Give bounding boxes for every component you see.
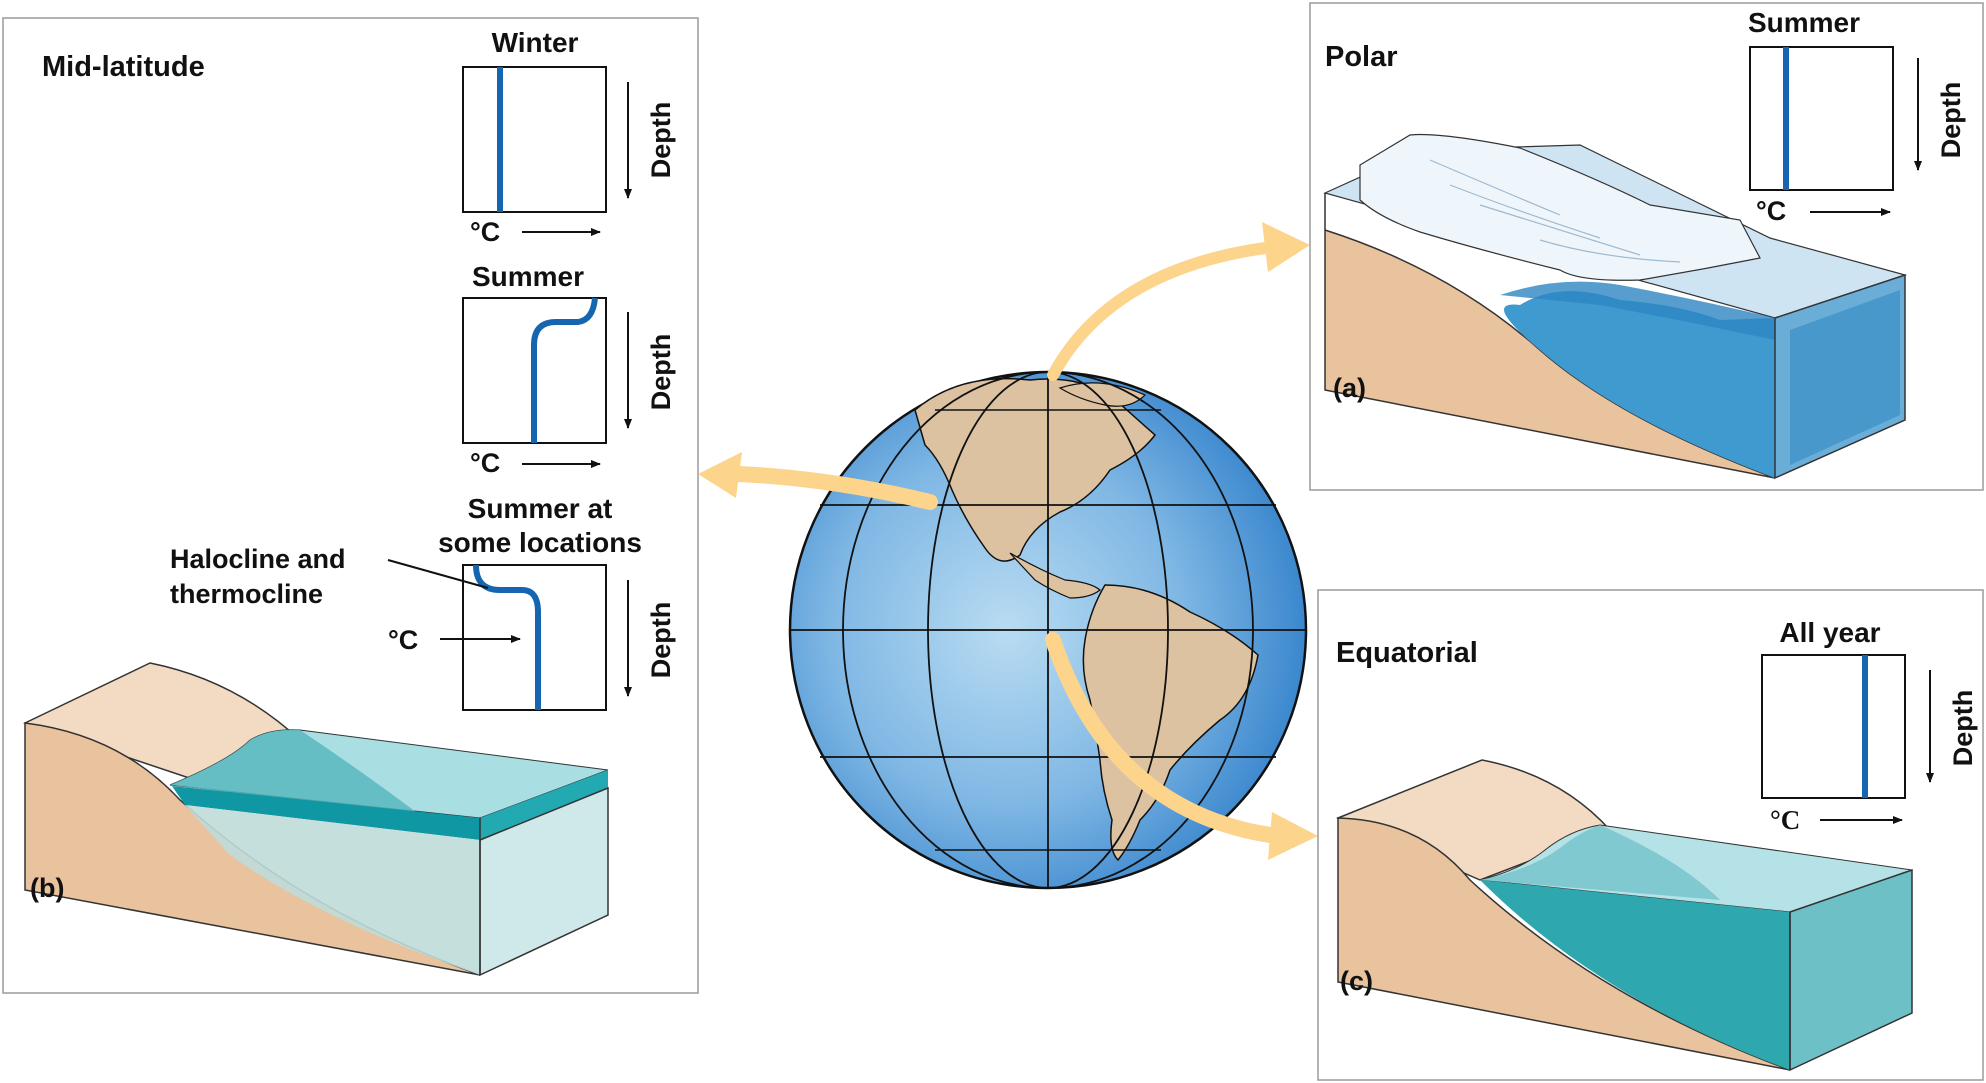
polar-temperature-label: °C <box>1756 196 1786 226</box>
globe <box>790 372 1306 888</box>
polar-title: Polar <box>1325 41 1398 73</box>
mid-latitude-title: Mid-latitude <box>42 51 205 83</box>
winter-temperature-label: °C <box>470 217 500 247</box>
arrow-to-polar-head <box>1262 222 1310 272</box>
equatorial-letter: (c) <box>1340 966 1373 996</box>
all-year-label: All year <box>1779 617 1880 648</box>
polar-letter: (a) <box>1333 373 1366 403</box>
equatorial-profile-box <box>1762 655 1905 798</box>
halocline-label-line1: Halocline and <box>170 544 346 574</box>
winter-label: Winter <box>492 27 579 58</box>
equatorial-panel: Equatorial All year °C Depth (c) <box>1318 590 1983 1080</box>
halocline-label-line2: thermocline <box>170 579 323 609</box>
equatorial-temperature-label: °C <box>1770 805 1800 835</box>
summer-label: Summer <box>472 261 584 292</box>
summer-some-depth-label: Depth <box>646 602 676 679</box>
equatorial-title: Equatorial <box>1336 637 1478 669</box>
polar-depth-label: Depth <box>1936 82 1966 159</box>
arrow-to-equatorial-head <box>1268 812 1318 860</box>
winter-profile-box <box>463 67 606 212</box>
mid-latitude-panel: Mid-latitude Winter °C Depth Summer °C D… <box>3 18 698 993</box>
equatorial-depth-label: Depth <box>1948 690 1978 767</box>
mid-latitude-letter: (b) <box>30 873 64 903</box>
summer-some-label-line2: some locations <box>438 527 642 558</box>
polar-summer-label: Summer <box>1748 7 1860 38</box>
summer-depth-label: Depth <box>646 334 676 411</box>
winter-depth-label: Depth <box>646 102 676 179</box>
summer-some-label-line1: Summer at <box>468 493 613 524</box>
arrow-to-polar-shaft <box>1053 248 1265 375</box>
summer-some-temperature-label: °C <box>388 625 418 655</box>
polar-profile-box <box>1750 47 1893 190</box>
arrow-to-mid-latitude-head <box>698 452 742 498</box>
polar-panel: Polar Summer °C Depth (a) <box>1310 3 1983 490</box>
summer-temperature-label: °C <box>470 448 500 478</box>
